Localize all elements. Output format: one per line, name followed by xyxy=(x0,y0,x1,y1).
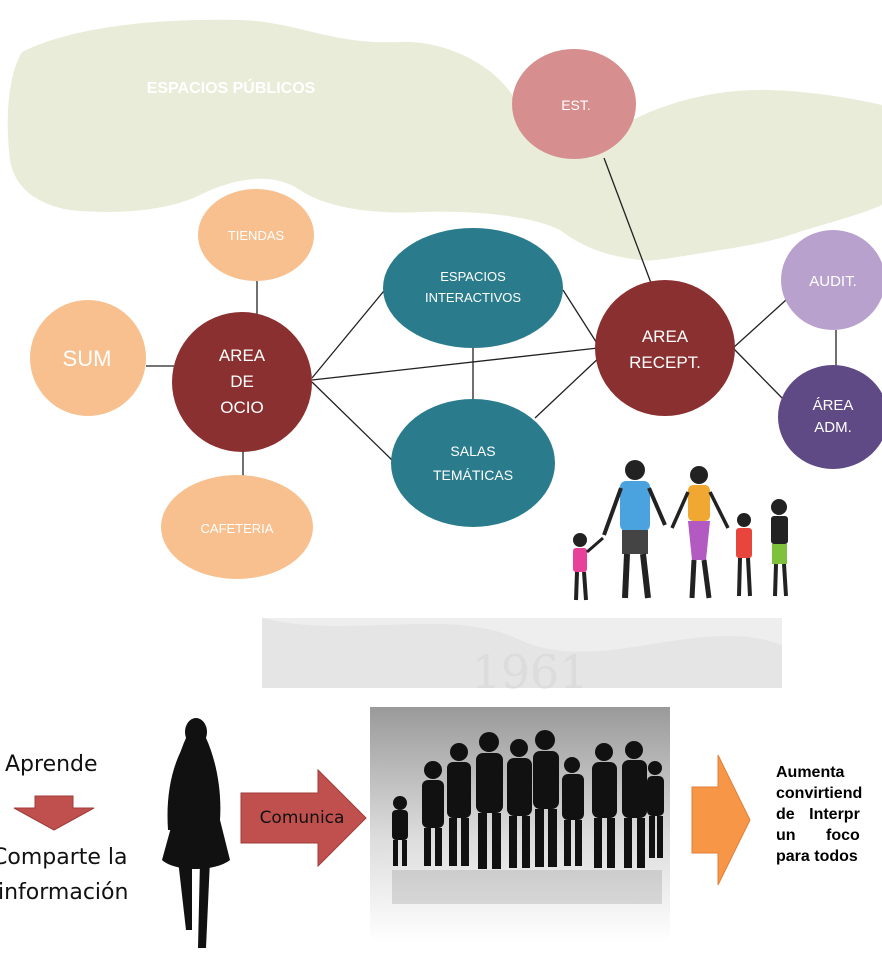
watermark-seal-band: 1961 xyxy=(262,618,782,699)
node-area-ocio-line3: OCIO xyxy=(220,398,263,417)
node-salas-line2: TEMÁTICAS xyxy=(433,467,513,483)
node-espacios-line1: ESPACIOS xyxy=(440,269,506,284)
node-area-recept-line1: AREA xyxy=(642,327,689,346)
woman-silhouette-icon xyxy=(162,718,230,948)
node-espacios-interactivos: ESPACIOS INTERACTIVOS xyxy=(383,228,563,348)
connector-recept-audit xyxy=(732,299,787,349)
node-area-adm-line1: ÁREA xyxy=(813,397,854,414)
connectors xyxy=(146,157,837,476)
share-label-line2: información xyxy=(0,880,129,905)
node-est-label: EST. xyxy=(561,97,591,113)
share-down-arrow xyxy=(13,795,95,831)
watermark-year: 1961 xyxy=(471,645,588,699)
node-cafeteria: CAFETERIA xyxy=(161,475,313,579)
node-area-adm-line2: ADM. xyxy=(814,419,852,436)
benefit-line-3: de Interpr xyxy=(776,806,860,823)
public-spaces-zone xyxy=(7,19,882,261)
communicate-label: Comunica xyxy=(260,808,345,828)
node-area-recept-line2: RECEPT. xyxy=(629,353,701,372)
result-arrow xyxy=(691,754,751,886)
benefit-text-block: Aumenta convirtiend de Interpr un foco p… xyxy=(770,755,882,875)
node-espacios-line2: INTERACTIVOS xyxy=(425,290,521,305)
benefit-line-5: para todos xyxy=(776,848,858,865)
node-cafeteria-label: CAFETERIA xyxy=(201,521,274,536)
connector-espacios-recept xyxy=(562,289,601,349)
node-area-recept: AREA RECEPT. xyxy=(595,280,735,416)
connector-est-recept xyxy=(603,157,652,284)
connector-ocio-recept xyxy=(311,347,599,381)
learn-label: Aprende xyxy=(5,752,98,777)
node-audit: AUDIT. xyxy=(781,230,882,330)
node-sum-label: SUM xyxy=(63,346,112,371)
node-tiendas-label: TIENDAS xyxy=(228,228,285,243)
node-area-ocio-line1: AREA xyxy=(219,346,266,365)
connector-salas-recept xyxy=(534,353,604,419)
benefit-line-1: Aumenta xyxy=(776,764,845,781)
node-area-adm: ÁREA ADM. xyxy=(778,365,882,469)
node-sum: SUM xyxy=(30,300,146,416)
crowd-silhouette-image xyxy=(370,707,670,943)
node-area-ocio: AREA DE OCIO xyxy=(172,312,312,452)
node-salas-line1: SALAS xyxy=(450,443,495,459)
family-illustration xyxy=(573,460,788,601)
node-salas-tematicas: SALAS TEMÁTICAS xyxy=(391,399,555,527)
communicate-arrow xyxy=(240,768,367,868)
benefit-line-4: un foco xyxy=(776,827,860,844)
benefit-line-2: convirtiend xyxy=(776,785,863,802)
node-tiendas: TIENDAS xyxy=(198,189,314,281)
share-label-line1: Comparte la xyxy=(0,845,128,870)
node-area-ocio-line2: DE xyxy=(230,372,254,391)
connector-ocio-salas xyxy=(311,381,393,461)
node-est: EST. xyxy=(512,49,636,159)
connector-recept-adm xyxy=(732,347,785,401)
node-audit-label: AUDIT. xyxy=(809,273,857,290)
public-spaces-label: ESPACIOS PÚBLICOS xyxy=(147,78,316,97)
connector-ocio-espacios xyxy=(311,285,389,379)
